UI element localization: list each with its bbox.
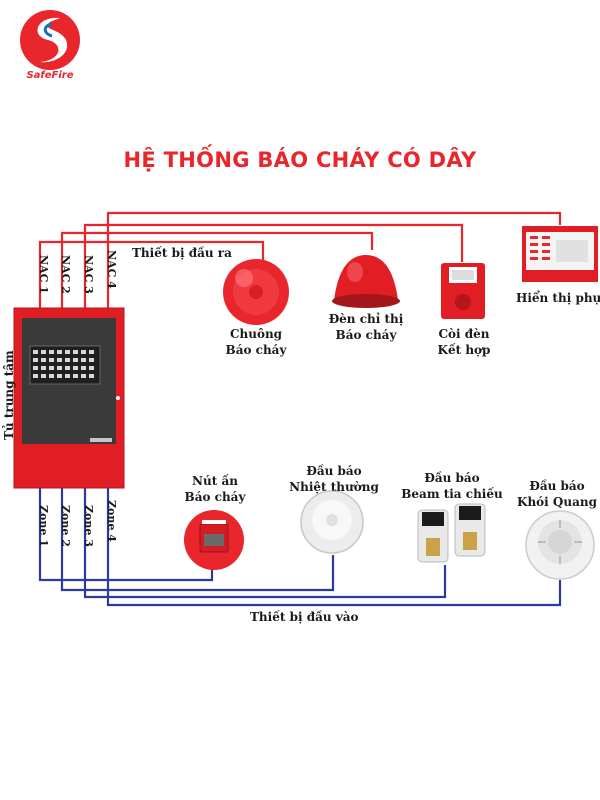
- zone-1-label: Zone 1: [37, 505, 50, 547]
- beam-detector-icon: [417, 503, 486, 563]
- nac-2-label: NAC 2: [59, 255, 72, 294]
- central-panel: [13, 307, 125, 489]
- annunciator-panel-icon: [522, 226, 598, 282]
- output-group-label: Thiết bị đầu ra: [132, 246, 232, 260]
- smoke-detector-icon: [525, 510, 595, 580]
- strobe-light-icon: [332, 255, 400, 308]
- page-title: HỆ THỐNG BÁO CHÁY CÓ DÂY: [123, 148, 477, 172]
- panel-label: Tủ trung tâm: [2, 350, 16, 440]
- beam-detector-label: Đầu báo Beam tia chiếu: [401, 471, 503, 501]
- zone-2-label: Zone 2: [59, 505, 72, 547]
- bell-icon: [223, 259, 289, 325]
- manual-call-point-icon: [184, 510, 244, 570]
- nac-1-label: NAC 1: [37, 255, 50, 294]
- input-wiring: [38, 485, 562, 607]
- horn-strobe-icon: [441, 263, 485, 319]
- annunciator-label: Hiển thị phụ: [516, 291, 600, 305]
- input-group-label: Thiết bị đầu vào: [250, 610, 359, 624]
- horn-strobe-label: Còi đèn Kết hợp: [437, 327, 491, 357]
- nac-4-label: NAC 4: [105, 250, 118, 289]
- safefire-logo-icon: [20, 10, 80, 70]
- zone-4-label: Zone 4: [105, 500, 118, 542]
- smoke-detector-label: Đầu báo Khói Quang: [517, 479, 597, 509]
- zone-3-label: Zone 3: [82, 505, 95, 547]
- nac-3-label: NAC 3: [82, 255, 95, 294]
- strobe-label: Đèn chỉ thị Báo cháy: [328, 312, 404, 342]
- brand-name: SafeFire: [26, 70, 74, 81]
- output-wiring: [38, 211, 562, 312]
- heat-detector-label: Đầu báo Nhiệt thường: [289, 464, 379, 494]
- heat-detector-icon: [300, 490, 364, 554]
- bell-label: Chuông Báo cháy: [225, 327, 287, 357]
- call-point-label: Nút ấn Báo cháy: [184, 474, 246, 504]
